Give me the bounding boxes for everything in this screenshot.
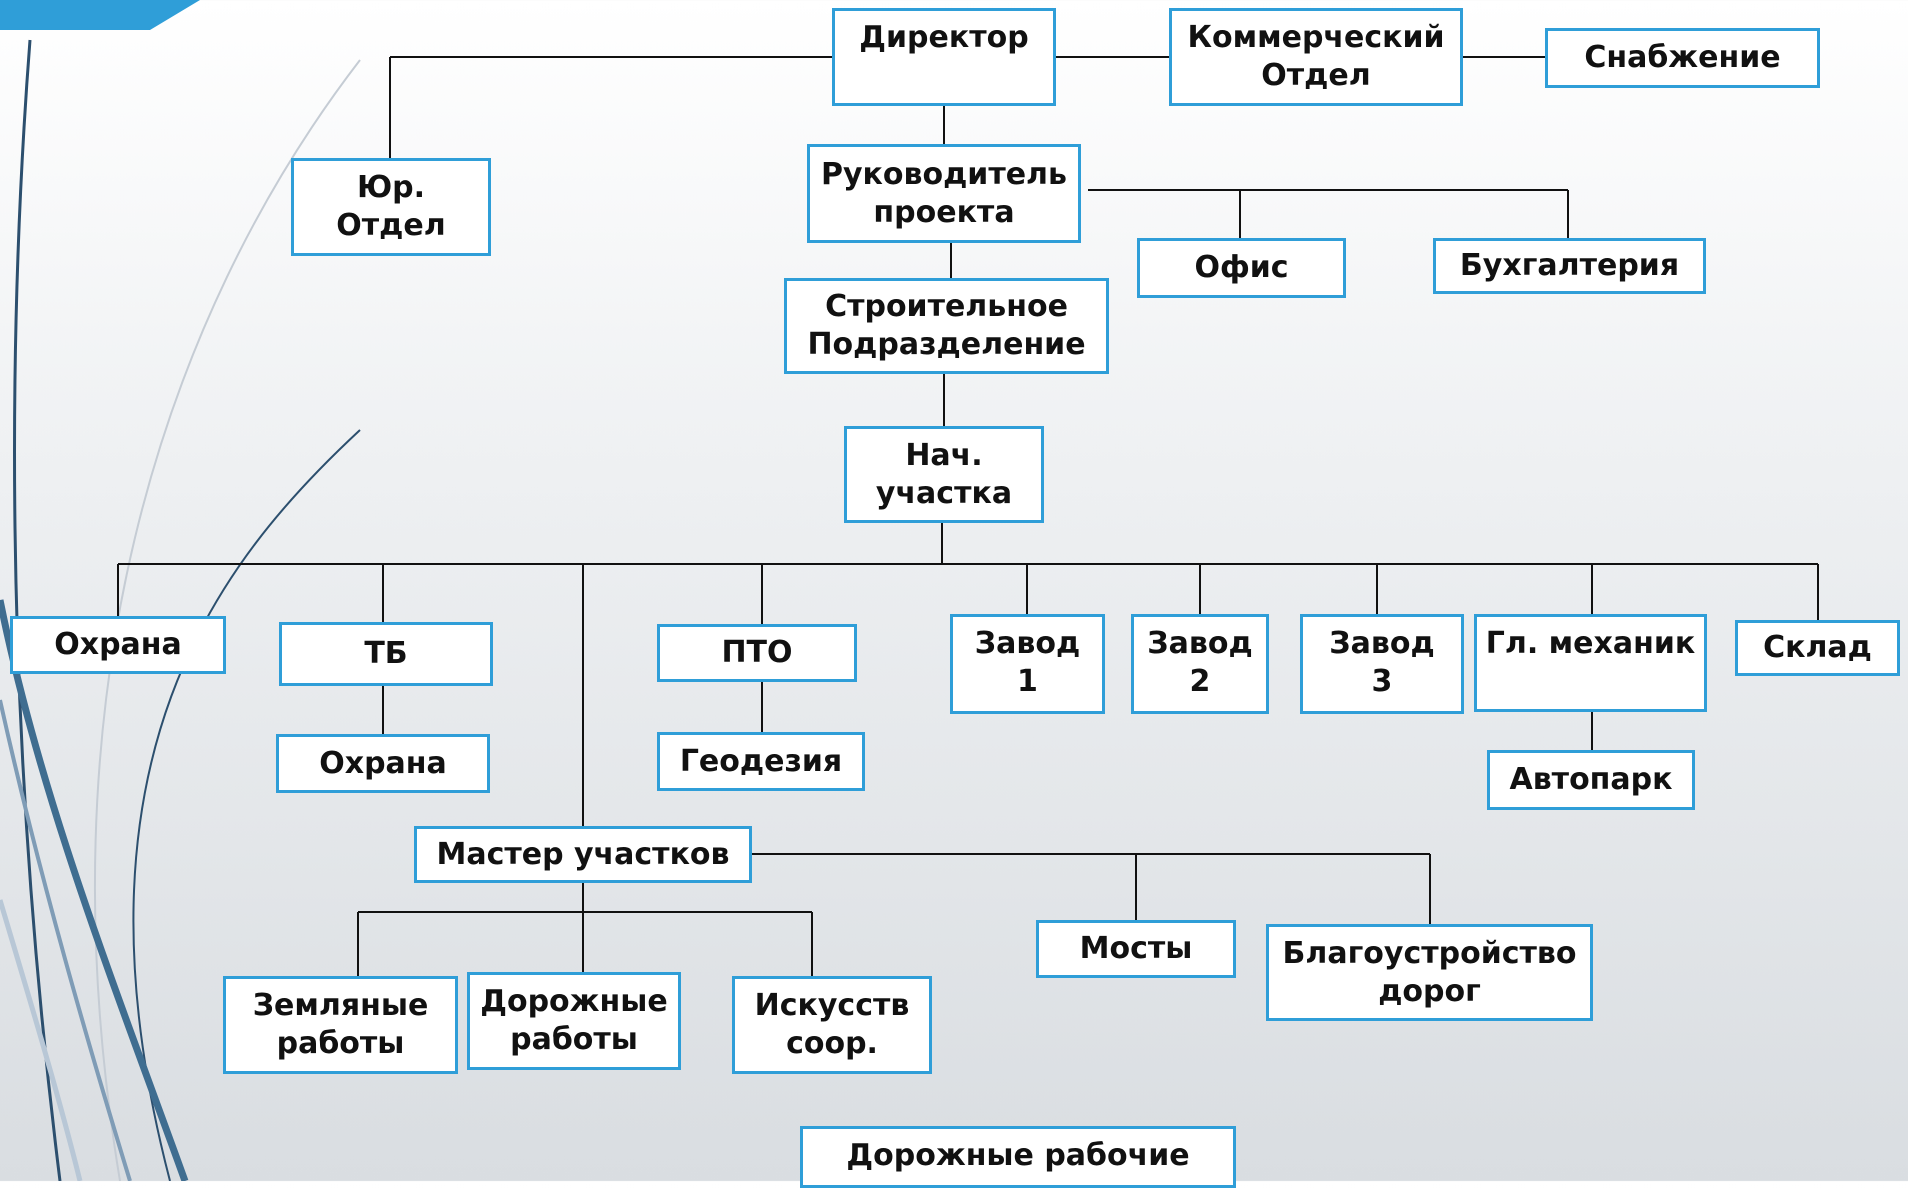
node-warehouse: Склад	[1735, 620, 1900, 676]
node-pto: ПТО	[657, 624, 857, 682]
deco-curve	[0, 699, 132, 1181]
deco-curve	[132, 429, 361, 1181]
node-chief-mechanic: Гл. механик	[1474, 614, 1707, 712]
node-plant-1: Завод 1	[950, 614, 1105, 714]
node-project-manager: Руководитель проекта	[807, 144, 1081, 243]
node-site-head: Нач. участка	[844, 426, 1044, 523]
node-road-workers: Дорожные рабочие	[800, 1126, 1236, 1188]
node-earthworks: Земляные работы	[223, 976, 458, 1074]
corner-accent	[0, 0, 200, 30]
node-bridges: Мосты	[1036, 920, 1236, 978]
node-security: Охрана	[10, 616, 226, 674]
node-construction-division: Строительное Подразделение	[784, 278, 1109, 374]
node-commercial: Коммерческий Отдел	[1169, 8, 1463, 106]
node-artificial-structures: Искусств соор.	[732, 976, 932, 1074]
node-plant-2: Завод 2	[1131, 614, 1269, 714]
node-motor-pool: Автопарк	[1487, 750, 1695, 810]
node-supply: Снабжение	[1545, 28, 1820, 88]
node-safety: ТБ	[279, 622, 493, 686]
node-site-master: Мастер участков	[414, 826, 752, 883]
node-geodesy: Геодезия	[657, 732, 865, 791]
node-security-safety: Охрана	[276, 734, 490, 793]
deco-curve	[94, 59, 361, 1181]
node-accounting: Бухгалтерия	[1433, 238, 1706, 294]
deco-curve	[0, 599, 189, 1181]
node-office: Офис	[1137, 238, 1346, 298]
node-director: Директор	[832, 8, 1056, 106]
deco-curve	[0, 899, 83, 1181]
node-plant-3: Завод 3	[1300, 614, 1464, 714]
node-legal: Юр. Отдел	[291, 158, 491, 256]
node-road-improvement: Благоустройство дорог	[1266, 924, 1593, 1021]
node-road-works: Дорожные работы	[467, 972, 681, 1070]
deco-curve	[13, 39, 62, 1181]
